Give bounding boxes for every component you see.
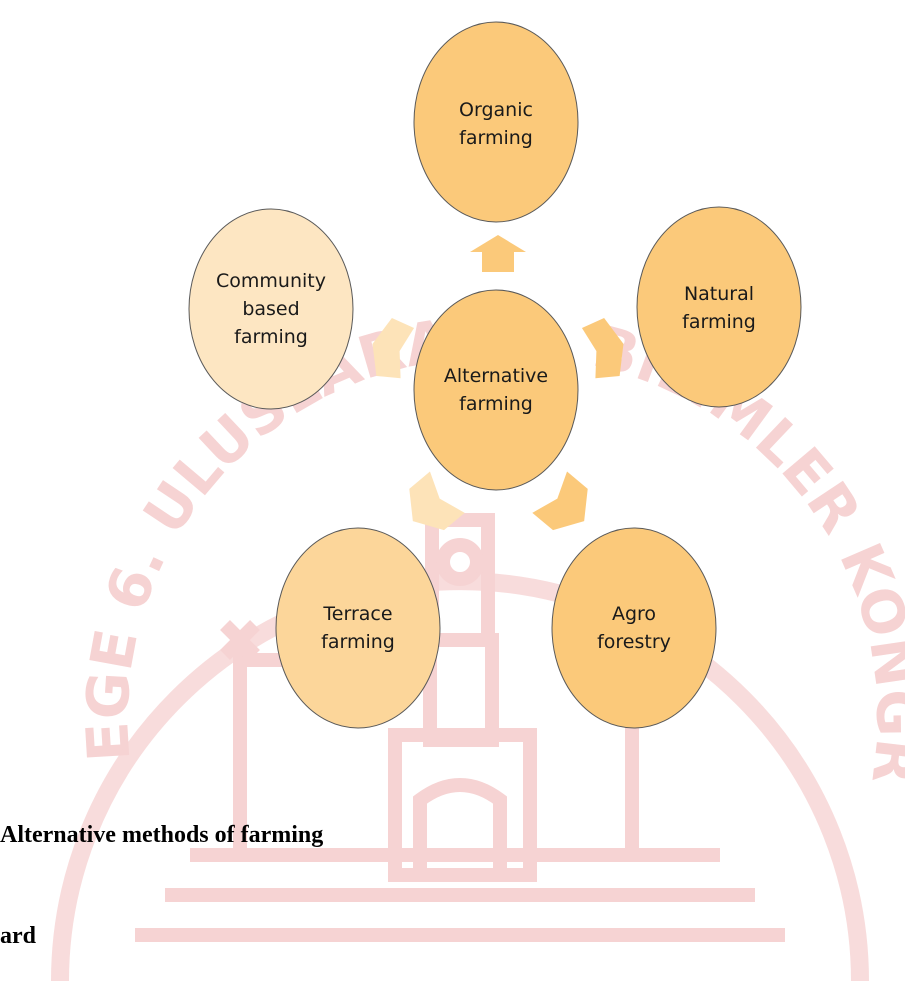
svg-text:farming: farming — [234, 326, 308, 348]
svg-text:Natural: Natural — [684, 283, 754, 305]
arrow-up — [470, 235, 526, 272]
svg-text:farming: farming — [682, 311, 756, 333]
svg-text:based: based — [242, 298, 299, 320]
svg-text:Alternative: Alternative — [444, 365, 548, 387]
svg-text:farming: farming — [459, 127, 533, 149]
node-community-based-farming: Community based farming — [188, 208, 354, 410]
node-alternative-farming-center: Alternative farming — [413, 289, 579, 491]
node-terrace-farming: Terrace farming — [275, 527, 441, 729]
arrow-left — [372, 317, 415, 379]
arrow-bottom-left — [409, 471, 465, 531]
node-agro-forestry: Agro forestry — [551, 527, 717, 729]
svg-text:farming: farming — [459, 393, 533, 415]
arrow-right — [581, 317, 624, 379]
svg-text:Community: Community — [216, 270, 326, 292]
watermark-semicircle — [51, 572, 869, 981]
svg-text:Organic: Organic — [459, 99, 533, 121]
figure-caption: Alternative methods of farming — [0, 822, 324, 848]
arrow-bottom-right — [532, 471, 588, 531]
heading-fragment: ard — [0, 923, 36, 949]
svg-text:farming: farming — [321, 631, 395, 653]
node-organic-farming: Organic farming — [413, 21, 579, 223]
svg-text:Agro: Agro — [612, 603, 656, 625]
svg-text:Terrace: Terrace — [322, 603, 392, 625]
svg-text:forestry: forestry — [597, 631, 671, 653]
node-natural-farming: Natural farming — [636, 206, 802, 408]
